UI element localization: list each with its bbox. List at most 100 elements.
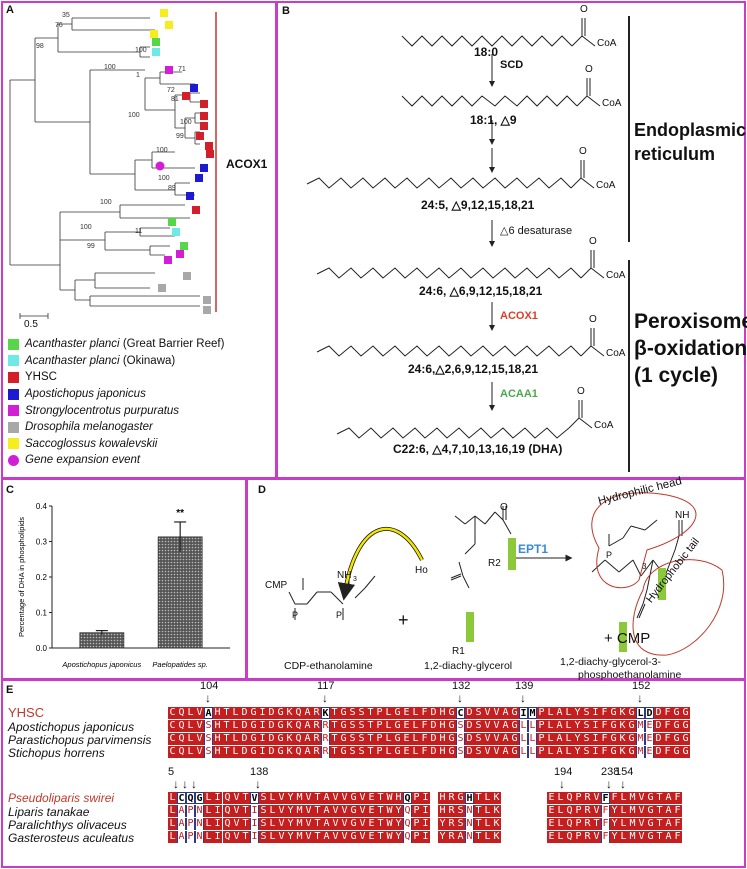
residue: A: [501, 707, 510, 719]
residue: P: [375, 720, 384, 732]
leaf-marker: [200, 164, 208, 172]
residue: I: [591, 746, 600, 758]
species-label: Pseudoliparis swirei: [8, 791, 115, 805]
residue: G: [447, 746, 456, 758]
residue: G: [276, 746, 285, 758]
carbonyl-o-label: O: [577, 386, 585, 397]
er-label: Endoplasmic reticulum: [634, 118, 746, 166]
residue: G: [672, 720, 681, 732]
scale-bar-label: 0.5: [24, 319, 38, 330]
residue: E: [547, 805, 556, 817]
residue: L: [231, 720, 240, 732]
residue: L: [556, 792, 565, 804]
residue: R: [583, 792, 592, 804]
residue: I: [258, 733, 267, 745]
residue: P: [186, 818, 195, 830]
residue: S: [357, 707, 366, 719]
legend-label: Apostichopus japonicus: [25, 388, 146, 401]
residue: K: [285, 707, 294, 719]
bootstrap-value: 100: [80, 224, 92, 231]
ept1-enzyme-label: EPT1: [518, 542, 549, 556]
residue: G: [681, 733, 690, 745]
residue: G: [609, 746, 618, 758]
residue: G: [349, 805, 358, 817]
residue: T: [474, 818, 483, 830]
residue: T: [313, 792, 322, 804]
residue: S: [259, 805, 268, 817]
residue: H: [438, 707, 447, 719]
residue: L: [168, 805, 177, 817]
residue: L: [556, 818, 565, 830]
panel-label-c: C: [6, 484, 14, 496]
leaf-marker: [180, 242, 188, 250]
residue: G: [609, 733, 618, 745]
residue: T: [655, 831, 664, 843]
residue: L: [204, 831, 213, 843]
residue: F: [600, 720, 609, 732]
position-number: 5: [168, 766, 175, 778]
residue: T: [330, 720, 339, 732]
residue: E: [547, 831, 556, 843]
residue: T: [655, 792, 664, 804]
residue: P: [412, 805, 421, 817]
residue: M: [636, 720, 645, 732]
residue: T: [330, 733, 339, 745]
carbonyl-o-label: O: [589, 314, 597, 325]
residue: G: [349, 818, 358, 830]
residue: D: [240, 746, 249, 758]
residue: Y: [610, 818, 619, 830]
residue: A: [204, 707, 213, 719]
residue: E: [547, 792, 556, 804]
residue: A: [303, 746, 312, 758]
ept1-reaction-diagram: [288, 492, 725, 656]
residue: G: [195, 792, 204, 804]
residue: I: [591, 720, 600, 732]
residue: R: [312, 733, 321, 745]
residue: S: [474, 720, 483, 732]
residue: G: [249, 733, 258, 745]
residue: S: [474, 733, 483, 745]
residue: E: [547, 818, 556, 830]
down-arrow-icon: ↓: [173, 777, 179, 791]
residue: L: [186, 746, 195, 758]
carbonyl-o-label: O: [500, 502, 508, 513]
residue: E: [402, 746, 411, 758]
residue: G: [646, 805, 655, 817]
residue: Q: [403, 805, 412, 817]
down-arrow-icon: ↓: [457, 691, 463, 705]
residue: N: [465, 805, 474, 817]
pathway-enzyme-label: ACOX1: [500, 310, 538, 322]
residue: L: [268, 792, 277, 804]
residue: V: [250, 792, 259, 804]
leaf-marker: [150, 30, 158, 38]
residue: V: [232, 831, 241, 843]
residue: E: [645, 733, 654, 745]
residue: D: [267, 746, 276, 758]
residue: Q: [403, 818, 412, 830]
residue: N: [465, 831, 474, 843]
residue: P: [412, 818, 421, 830]
species-label: YHSC: [8, 705, 45, 720]
residue: V: [304, 792, 313, 804]
pathway-compound-label: 18:0: [474, 45, 499, 59]
residue: V: [483, 746, 492, 758]
panel-e: [1, 679, 746, 868]
residue: L: [556, 805, 565, 817]
pathway-compound-label: C22:6, △4,7,10,13,16,19 (DHA): [393, 442, 563, 456]
residue: D: [654, 746, 663, 758]
residue: L: [268, 831, 277, 843]
residue: M: [628, 818, 637, 830]
residue: T: [376, 805, 385, 817]
residue: C: [168, 707, 177, 719]
residue: V: [331, 831, 340, 843]
residue: P: [412, 792, 421, 804]
residue: C: [177, 792, 186, 804]
residue: L: [168, 831, 177, 843]
legend-label: Acanthaster planci: [25, 338, 120, 351]
residue: L: [546, 746, 555, 758]
residue: V: [277, 805, 286, 817]
residue: E: [402, 707, 411, 719]
residue: K: [285, 720, 294, 732]
residue: G: [393, 733, 402, 745]
residue: P: [375, 707, 384, 719]
